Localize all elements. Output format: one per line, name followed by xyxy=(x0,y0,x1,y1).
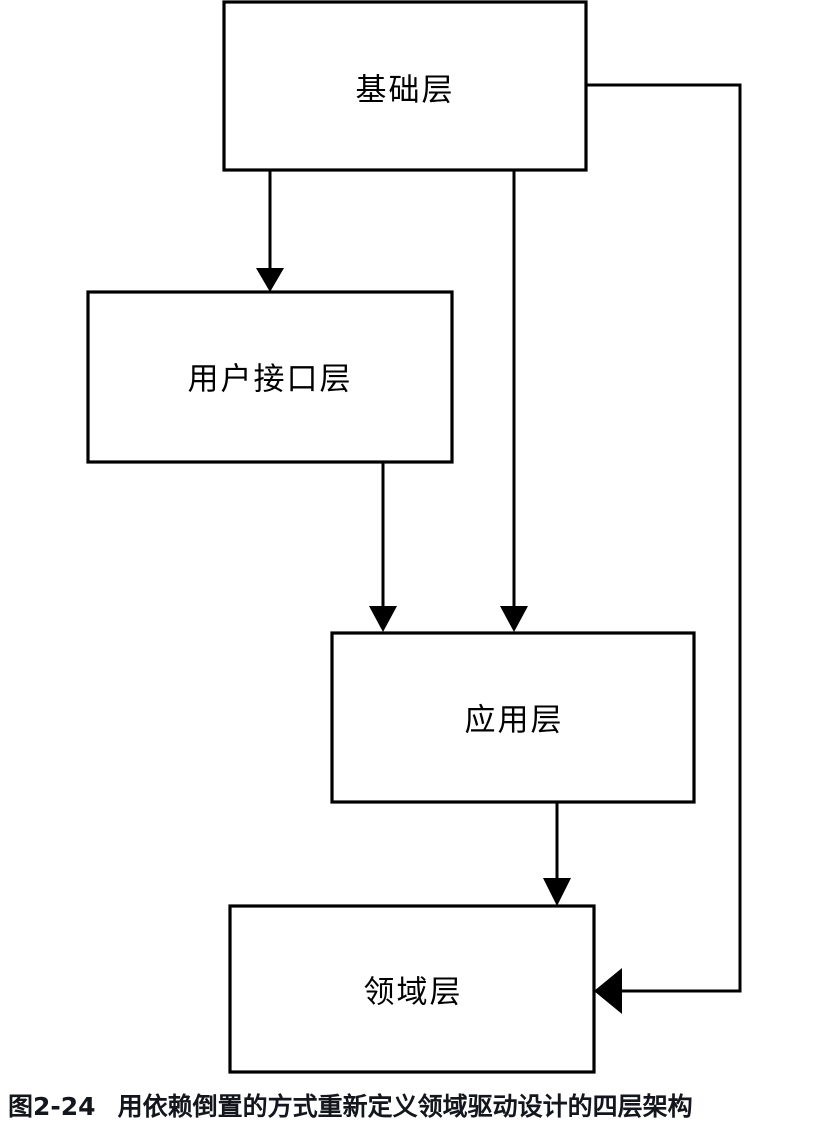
arrow-head-down-icon xyxy=(543,878,571,906)
node-label: 应用层 xyxy=(465,703,564,738)
edge-line xyxy=(586,83,742,993)
node-box[interactable] xyxy=(222,0,588,172)
arrow-head-down-icon xyxy=(256,268,284,292)
edge-infrastructure-to-application xyxy=(500,170,528,632)
arrow-head-down-icon xyxy=(500,606,528,632)
node-box[interactable] xyxy=(228,904,596,1074)
figure-caption-index: 图2-24 xyxy=(8,1092,96,1121)
node-label: 用户接口层 xyxy=(188,362,353,397)
figure-caption-text: 用依赖倒置的方式重新定义领域驱动设计的四层架构 xyxy=(117,1092,693,1121)
edge-application-to-domain xyxy=(543,802,571,906)
node-user-interface[interactable]: 用户接口层 xyxy=(86,290,454,464)
node-box[interactable] xyxy=(86,290,454,464)
arrow-head-left-icon xyxy=(594,968,622,1014)
node-label: 基础层 xyxy=(356,73,455,108)
node-box[interactable] xyxy=(330,631,696,804)
edge-infrastructure-to-domain xyxy=(586,83,742,1014)
edge-infrastructure-to-user-interface xyxy=(256,170,284,292)
figure-caption: 图2-24 用依赖倒置的方式重新定义领域驱动设计的四层架构 xyxy=(8,1087,828,1123)
node-domain[interactable]: 领域层 xyxy=(228,904,596,1074)
arrow-head-down-icon xyxy=(369,606,397,632)
node-label: 领域层 xyxy=(364,975,463,1010)
node-application[interactable]: 应用层 xyxy=(330,631,696,804)
edge-user-interface-to-application xyxy=(369,462,397,632)
node-infrastructure[interactable]: 基础层 xyxy=(222,0,588,172)
